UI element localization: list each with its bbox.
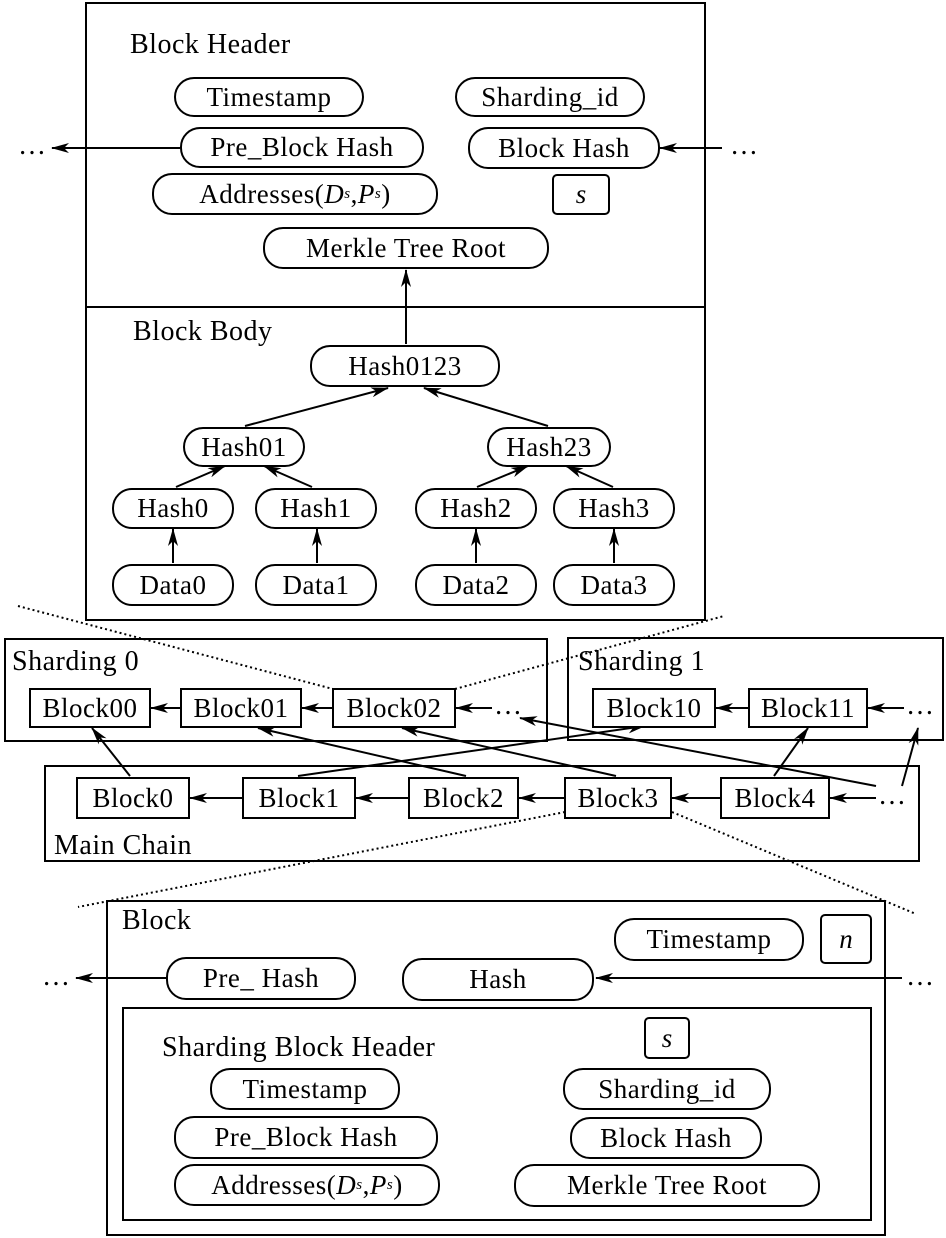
header-pre-block-hash-field: Pre_Block Hash xyxy=(180,127,424,168)
sbh-addresses-prefix: Addresses( xyxy=(211,1169,337,1200)
block1: Block1 xyxy=(242,777,356,819)
sharding0-frame xyxy=(4,638,548,742)
block11: Block11 xyxy=(748,688,868,728)
hash2-node: Hash2 xyxy=(415,488,537,529)
header-right-ellipsis: … xyxy=(730,130,758,161)
arrow-hash2-to-hash23 xyxy=(476,465,529,488)
arrow-main-dots-to-s0-dots xyxy=(519,716,877,787)
header-left-ellipsis: … xyxy=(18,130,46,161)
sharding1-title: Sharding 1 xyxy=(578,646,706,677)
block-n-field: n xyxy=(820,914,872,964)
main-chain-ellipsis: … xyxy=(878,780,906,811)
block-right-ellipsis: … xyxy=(906,961,934,992)
sbh-addresses-suffix: ) xyxy=(393,1169,403,1200)
arrow-hash0-to-hash01 xyxy=(175,465,226,488)
sbh-addresses-d-subscript: s xyxy=(356,1176,363,1193)
main-chain-frame xyxy=(44,765,920,862)
sharding-block-header-frame xyxy=(122,1007,872,1221)
arrow-main-dots-to-s1-dots xyxy=(901,727,919,787)
arrow-hash3-to-hash23 xyxy=(565,465,614,488)
block-detail-frame xyxy=(85,2,706,621)
header-merkle-root-field: Merkle Tree Root xyxy=(263,227,549,269)
hash01-node: Hash01 xyxy=(183,427,305,467)
block-left-ellipsis: … xyxy=(42,961,70,992)
addresses-prefix: Addresses( xyxy=(199,178,325,209)
arrow-block3-to-block02 xyxy=(401,726,617,777)
hash23-node: Hash23 xyxy=(487,427,611,467)
sbh-addresses-comma: , xyxy=(362,1169,370,1200)
sharding1-ellipsis: … xyxy=(906,690,934,721)
data3-node: Data3 xyxy=(553,564,675,606)
sbh-sharding-id-field: Sharding_id xyxy=(563,1068,771,1110)
header-s-field: s xyxy=(552,174,610,215)
block0: Block0 xyxy=(76,777,190,819)
zoom-line-block3-right xyxy=(671,811,917,915)
sharding0-title: Sharding 0 xyxy=(12,646,140,677)
sharding-block-header-title: Sharding Block Header xyxy=(162,1032,436,1063)
sbh-addresses-d: D xyxy=(336,1169,357,1200)
block4: Block4 xyxy=(720,777,830,819)
zoom-line-block02-left xyxy=(17,605,334,690)
block10: Block10 xyxy=(592,688,716,728)
sbh-timestamp-field: Timestamp xyxy=(210,1068,400,1110)
block-timestamp-field: Timestamp xyxy=(614,918,804,961)
data2-node: Data2 xyxy=(415,564,537,606)
block-header-title: Block Header xyxy=(130,29,291,60)
arrow-hash1-to-hash01 xyxy=(263,465,313,488)
block3: Block3 xyxy=(564,777,672,819)
header-block-hash-field: Block Hash xyxy=(468,127,660,169)
sbh-pre-block-hash-field: Pre_Block Hash xyxy=(174,1116,438,1159)
sbh-merkle-root-field: Merkle Tree Root xyxy=(514,1164,820,1207)
data1-node: Data1 xyxy=(255,564,377,606)
sbh-addresses-p: P xyxy=(369,1169,387,1200)
arrow-block1-to-block10 xyxy=(297,723,646,777)
block01: Block01 xyxy=(180,688,302,728)
block00: Block00 xyxy=(29,688,151,728)
addresses-d: D xyxy=(324,178,345,209)
hash3-node: Hash3 xyxy=(553,488,675,529)
hash1-node: Hash1 xyxy=(255,488,377,529)
block2: Block2 xyxy=(408,777,519,819)
block-title: Block xyxy=(122,905,192,936)
addresses-d-subscript: s xyxy=(344,185,351,202)
arrow-block0-to-block00 xyxy=(91,727,131,777)
arrow-block2-to-block01 xyxy=(257,726,467,777)
addresses-suffix: ) xyxy=(381,178,391,209)
hash0123-node: Hash0123 xyxy=(310,345,500,387)
block-frame xyxy=(106,900,886,1236)
sbh-block-hash-field: Block Hash xyxy=(570,1117,762,1159)
hash0-node: Hash0 xyxy=(112,488,234,529)
block-hash-field: Hash xyxy=(402,958,594,1001)
block-body-title: Block Body xyxy=(133,316,273,347)
main-chain-title: Main Chain xyxy=(54,830,192,861)
arrow-hash23-to-hash0123 xyxy=(423,387,549,427)
addresses-comma: , xyxy=(350,178,358,209)
header-sharding-id-field: Sharding_id xyxy=(455,77,645,117)
header-timestamp-field: Timestamp xyxy=(174,77,364,117)
zoom-line-block02-right xyxy=(454,615,725,690)
block02: Block02 xyxy=(332,688,456,728)
sharding0-ellipsis: … xyxy=(494,690,522,721)
addresses-p-subscript: s xyxy=(374,185,382,202)
sbh-addresses-p-subscript: s xyxy=(386,1176,394,1193)
sharding1-frame xyxy=(567,637,944,741)
block-pre-hash-field: Pre_ Hash xyxy=(166,957,356,1000)
data0-node: Data0 xyxy=(112,564,234,606)
arrow-hash01-to-hash0123 xyxy=(244,387,389,427)
sbh-s-field: s xyxy=(644,1017,690,1059)
addresses-p: P xyxy=(357,178,375,209)
